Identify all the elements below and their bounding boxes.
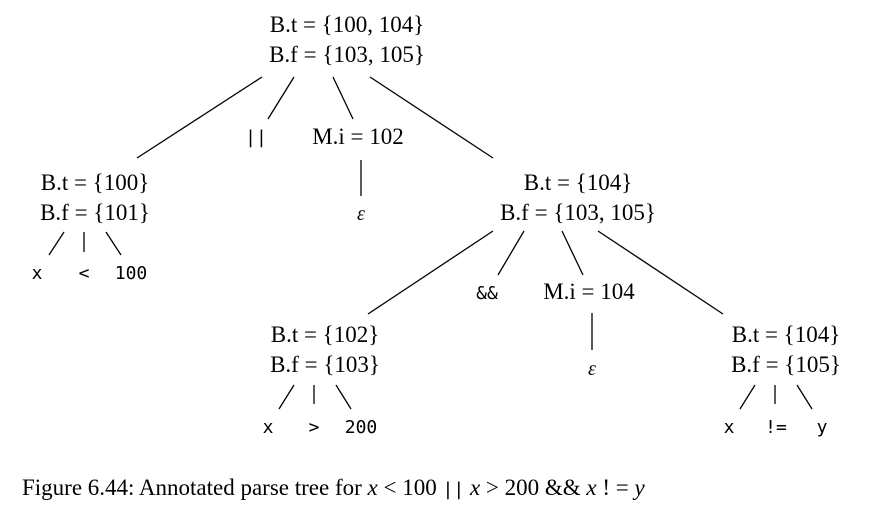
edge-rl-200: [335, 384, 352, 410]
edge-right-rl: [367, 230, 494, 315]
edge-right-and: [497, 230, 525, 276]
token-rr-x: x: [723, 417, 735, 438]
token-rr-neq: !=: [765, 417, 787, 438]
figure-caption: Figure 6.44: Annotated parse tree for x …: [22, 473, 645, 505]
m1-epsilon: ε: [357, 203, 365, 225]
rl-false-list: B.f = {103}: [270, 352, 380, 377]
caption-lt-100: < 100: [377, 475, 443, 500]
edge-left-100: [105, 231, 122, 256]
caption-var-x1: x: [367, 475, 378, 500]
root-false-list: B.f = {103, 105}: [269, 42, 425, 67]
token-left-x: x: [31, 263, 43, 284]
right-false-list: B.f = {103, 105}: [500, 200, 656, 225]
edge-root-m1: [332, 76, 354, 120]
caption-var-x3: x: [586, 475, 597, 500]
node-right: B.t = {104} B.f = {103, 105}: [500, 168, 656, 228]
node-rl: B.t = {102} B.f = {103}: [270, 320, 380, 380]
root-true-list: B.t = {100, 104}: [269, 12, 425, 37]
node-root: B.t = {100, 104} B.f = {103, 105}: [269, 10, 425, 70]
node-left: B.t = {100} B.f = {101}: [40, 168, 150, 228]
caption-var-y: y: [634, 475, 645, 500]
edge-rr-y: [796, 384, 813, 410]
edge-root-left: [136, 76, 263, 159]
caption-gt-200-and: > 200 &&: [480, 475, 587, 500]
token-rl-gt: >: [308, 417, 320, 438]
node-m2: M.i = 104: [543, 277, 635, 307]
edge-rl-x: [278, 384, 295, 410]
m1-label: M.i = 102: [312, 124, 404, 149]
edge-root-or: [267, 76, 295, 120]
token-left-100: 100: [114, 263, 148, 284]
caption-or-operator: ||: [442, 479, 465, 500]
rl-true-list: B.t = {102}: [270, 322, 380, 347]
token-and: &&: [476, 283, 498, 304]
left-false-list: B.f = {101}: [40, 200, 150, 225]
caption-prefix: Figure 6.44: Annotated parse tree for: [22, 475, 368, 500]
edge-root-right: [369, 76, 494, 159]
edge-right-rr: [597, 230, 724, 315]
edge-rr-x: [739, 384, 756, 410]
token-rl-x: x: [262, 417, 274, 438]
edge-left-x: [48, 231, 65, 256]
token-rr-y: y: [816, 417, 828, 438]
m2-label: M.i = 104: [543, 279, 635, 304]
right-true-list: B.t = {104}: [523, 170, 633, 195]
rr-false-list: B.f = {105}: [731, 352, 841, 377]
token-rl-200: 200: [344, 417, 378, 438]
caption-var-x2: x: [464, 475, 481, 500]
node-m1: M.i = 102: [312, 122, 404, 152]
edge-right-m2: [561, 230, 584, 276]
node-rr: B.t = {104} B.f = {105}: [731, 320, 841, 380]
caption-neq: ! =: [596, 475, 635, 500]
token-left-lt: <: [78, 263, 90, 284]
token-or: ||: [245, 127, 267, 148]
rr-true-list: B.t = {104}: [731, 322, 841, 347]
left-true-list: B.t = {100}: [40, 170, 150, 195]
m2-epsilon: ε: [588, 358, 596, 380]
